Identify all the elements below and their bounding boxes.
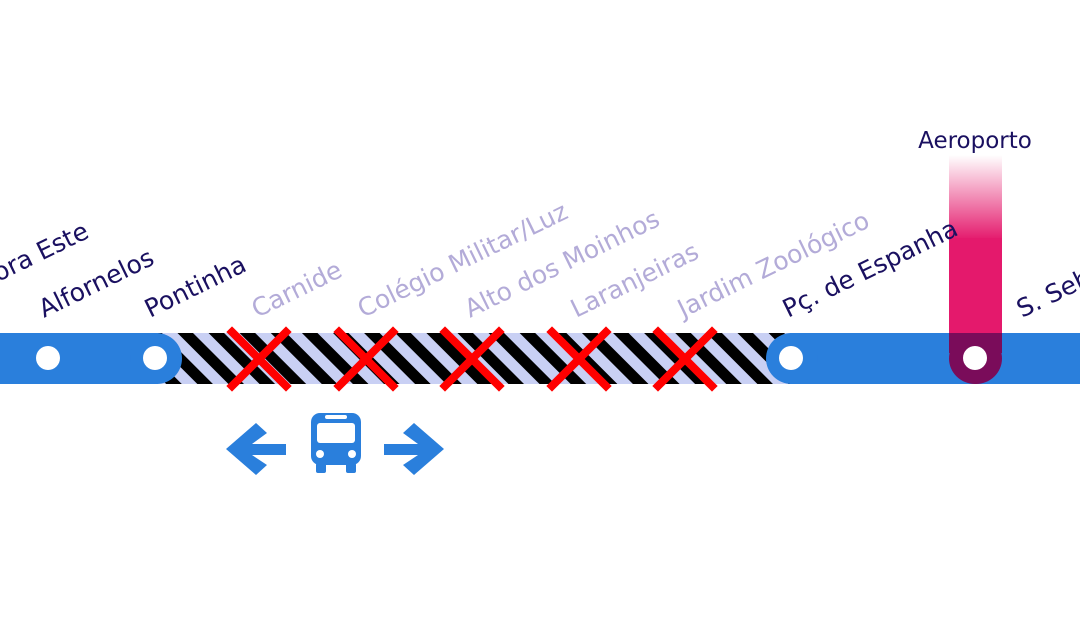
arrow-left-icon	[226, 423, 286, 475]
station-dot-alfornelos	[36, 346, 60, 370]
station-label-s-sebastiao: S. Seb	[1012, 263, 1080, 324]
station-dot-pontinha	[143, 346, 167, 370]
closed-station-marker-carnide	[226, 326, 292, 392]
closed-station-marker-alto-dos-moinhos	[439, 326, 505, 392]
station-label-carnide: Carnide	[247, 255, 347, 323]
closed-station-marker-laranjeiras	[546, 326, 612, 392]
branch-interchange-top	[949, 333, 1002, 353]
arrow-right-icon	[384, 423, 444, 475]
station-dot-pc-espanha	[779, 346, 803, 370]
branch-fade	[949, 155, 1002, 240]
branch-label-aeroporto: Aeroporto	[918, 128, 1032, 154]
bus-icon	[311, 413, 361, 473]
station-dot-s-sebastiao	[963, 346, 987, 370]
station-label-pontinha: Pontinha	[140, 250, 251, 324]
branch-line	[949, 238, 1002, 348]
closed-station-marker-colegio-militar	[333, 326, 399, 392]
closed-station-marker-jardim-zoologico	[652, 326, 718, 392]
